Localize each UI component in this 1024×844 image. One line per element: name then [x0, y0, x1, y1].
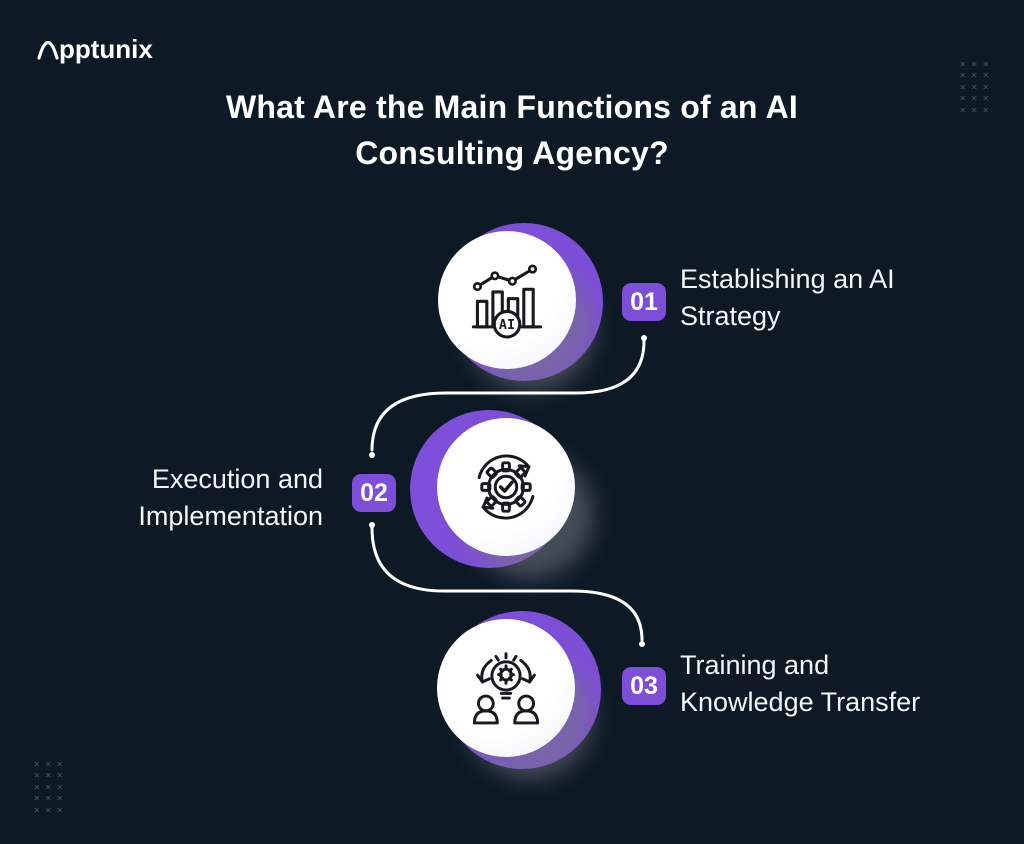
- x-mark: ✕: [44, 759, 52, 769]
- item-3-circle: [437, 619, 575, 757]
- connector-dot: [639, 641, 645, 647]
- step-3-label: Training and Knowledge Transfer: [680, 650, 921, 717]
- x-mark: ✕: [982, 71, 990, 81]
- step-2-label: Execution and Implementation: [138, 464, 323, 531]
- x-mark: ✕: [56, 782, 64, 792]
- ai-badge-text: AI: [499, 318, 515, 333]
- x-mark: ✕: [959, 59, 967, 69]
- x-mark: ✕: [970, 94, 978, 104]
- x-mark: ✕: [982, 82, 990, 92]
- x-mark: ✕: [970, 71, 978, 81]
- page-title: What Are the Main Functions of an AI Con…: [226, 89, 798, 171]
- x-pattern-bottom-left: ✕✕✕✕✕✕✕✕✕✕✕✕✕✕✕: [31, 759, 66, 817]
- x-mark: ✕: [33, 759, 41, 769]
- ai-analytics-icon: AI: [471, 264, 543, 339]
- knowledge-transfer-icon: [472, 652, 540, 725]
- step-3-number-badge: 03: [622, 667, 666, 705]
- connector-dot: [369, 522, 375, 528]
- connector-dot: [369, 452, 375, 458]
- x-mark: ✕: [44, 782, 52, 792]
- x-mark: ✕: [959, 105, 967, 115]
- x-mark: ✕: [959, 82, 967, 92]
- step-1-number-badge: 01: [622, 283, 666, 321]
- x-mark: ✕: [33, 794, 41, 804]
- x-mark: ✕: [33, 771, 41, 781]
- apptunix-logo-icon: pptunix: [37, 34, 153, 64]
- x-mark: ✕: [56, 805, 64, 815]
- x-mark: ✕: [56, 759, 64, 769]
- x-mark: ✕: [982, 59, 990, 69]
- x-pattern-top-right: ✕✕✕✕✕✕✕✕✕✕✕✕✕✕✕: [957, 59, 992, 117]
- x-mark: ✕: [56, 771, 64, 781]
- x-mark: ✕: [959, 94, 967, 104]
- item-2-circle: [437, 418, 575, 556]
- step-1-label: Establishing an AI Strategy: [680, 264, 895, 331]
- gear-check-cycle-icon: [477, 454, 535, 520]
- x-mark: ✕: [44, 794, 52, 804]
- item-1-circle: AI: [438, 231, 576, 369]
- x-mark: ✕: [33, 782, 41, 792]
- x-mark: ✕: [970, 82, 978, 92]
- x-mark: ✕: [959, 71, 967, 81]
- x-mark: ✕: [44, 771, 52, 781]
- x-mark: ✕: [970, 105, 978, 115]
- x-mark: ✕: [33, 805, 41, 815]
- x-mark: ✕: [56, 794, 64, 804]
- connector-dot: [641, 335, 647, 341]
- x-mark: ✕: [970, 59, 978, 69]
- x-mark: ✕: [982, 105, 990, 115]
- logo-text: pptunix: [59, 34, 153, 64]
- apptunix-logo: pptunix: [34, 26, 164, 71]
- x-mark: ✕: [44, 805, 52, 815]
- x-mark: ✕: [982, 94, 990, 104]
- step-2-number-badge: 02: [352, 474, 396, 512]
